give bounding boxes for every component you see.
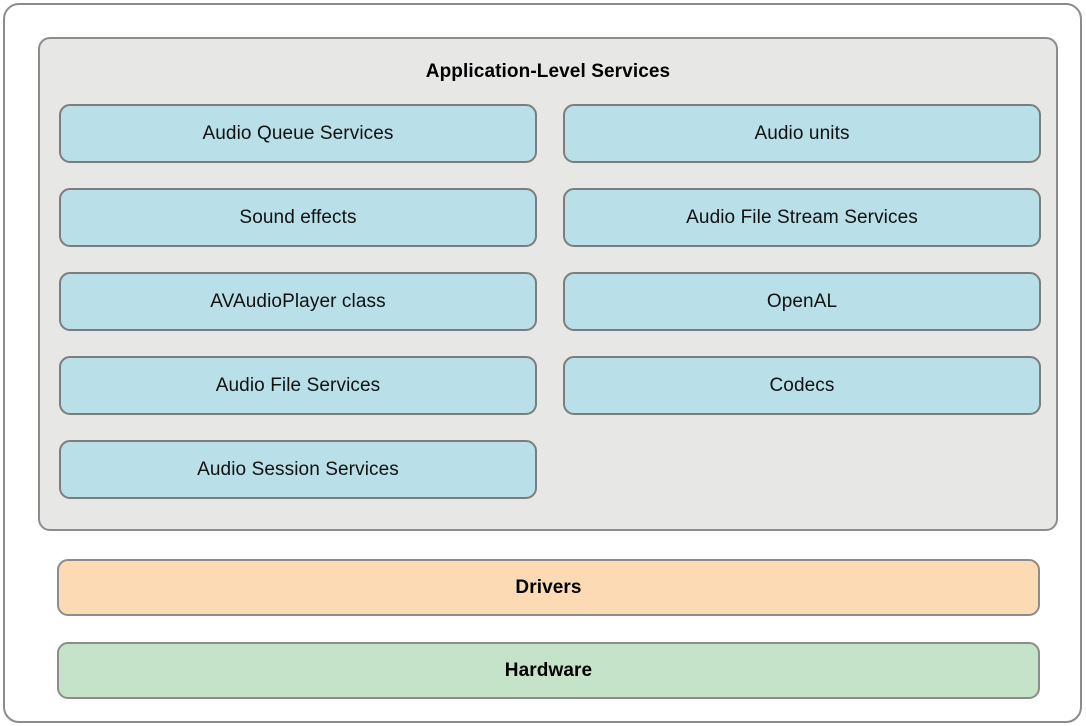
layer-bar-label: Drivers	[515, 576, 582, 598]
service-box-label: Audio Session Services	[197, 458, 399, 480]
service-box-label: Audio units	[754, 122, 850, 144]
service-box-codecs[interactable]: Codecs	[563, 356, 1041, 415]
layer-bar-label: Hardware	[504, 659, 593, 681]
service-box-label: AVAudioPlayer class	[210, 290, 386, 312]
services-grid: Audio Queue Services Audio units Sound e…	[59, 104, 1041, 499]
service-box-label: Audio File Stream Services	[686, 206, 918, 228]
service-box-label: Audio File Services	[215, 374, 381, 396]
application-level-services-title: Application-Level Services	[425, 61, 671, 82]
service-box-audio-session-services[interactable]: Audio Session Services	[59, 440, 537, 499]
layer-bar-drivers[interactable]: Drivers	[57, 559, 1040, 616]
service-box-avaudioplayer-class[interactable]: AVAudioPlayer class	[59, 272, 537, 331]
application-level-services-card: Application-Level Services Audio Queue S…	[38, 37, 1058, 531]
service-box-openal[interactable]: OpenAL	[563, 272, 1041, 331]
service-box-label: Sound effects	[239, 206, 357, 228]
service-box-audio-queue-services[interactable]: Audio Queue Services	[59, 104, 537, 163]
service-box-sound-effects[interactable]: Sound effects	[59, 188, 537, 247]
page-frame: Application-Level Services Audio Queue S…	[3, 3, 1082, 723]
service-grid-empty-cell	[563, 440, 1041, 499]
service-box-audio-file-services[interactable]: Audio File Services	[59, 356, 537, 415]
service-box-label: Codecs	[769, 374, 835, 396]
service-box-label: Audio Queue Services	[202, 122, 394, 144]
service-box-audio-units[interactable]: Audio units	[563, 104, 1041, 163]
layer-bar-hardware[interactable]: Hardware	[57, 642, 1040, 699]
service-box-label: OpenAL	[766, 290, 838, 312]
service-box-audio-file-stream-services[interactable]: Audio File Stream Services	[563, 188, 1041, 247]
